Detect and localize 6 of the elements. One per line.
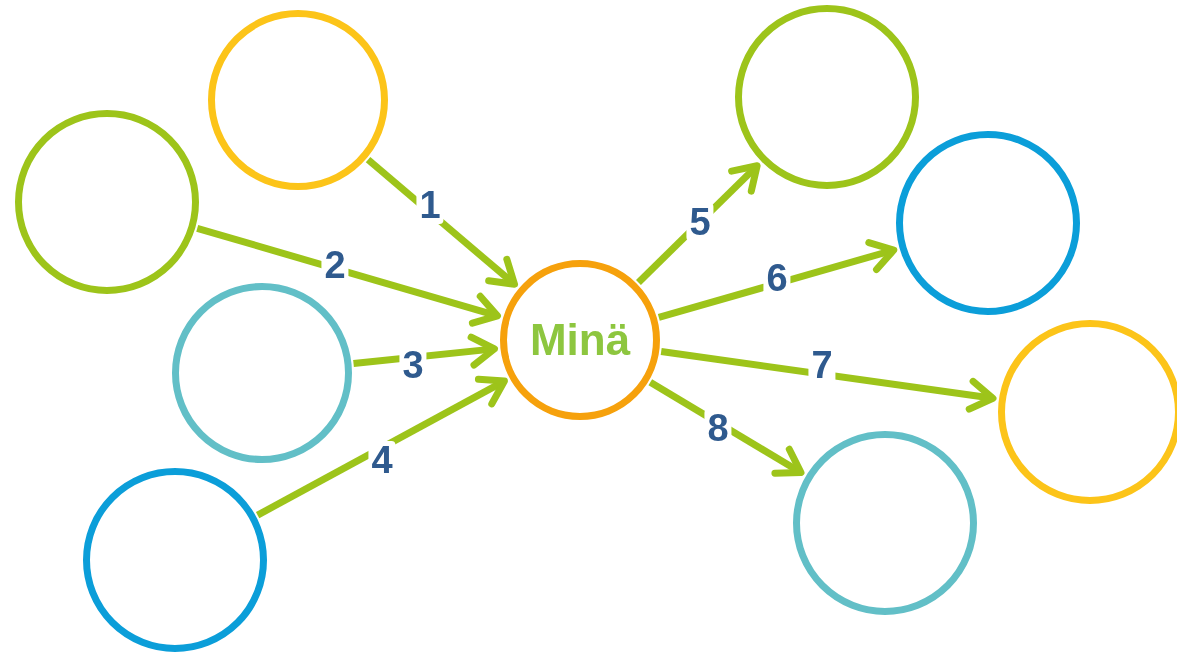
- arrow: [255, 375, 508, 519]
- arrow: [660, 348, 997, 413]
- arrow: [196, 224, 501, 327]
- edge-label: 5: [686, 203, 714, 241]
- node-label: Minä: [529, 315, 631, 365]
- arrow: [657, 239, 898, 321]
